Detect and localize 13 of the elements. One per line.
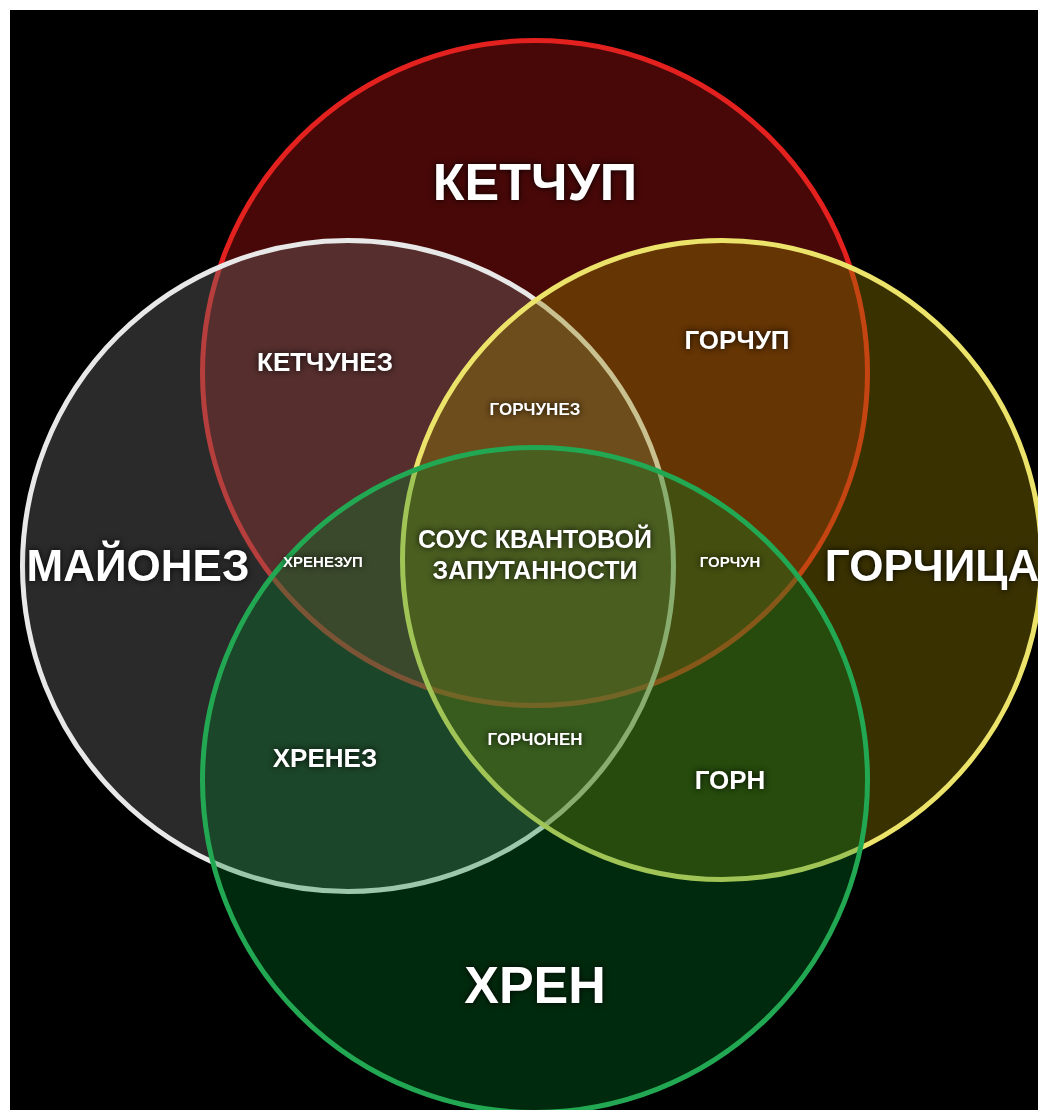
overlap-label: СОУС КВАНТОВОЙ ЗАПУТАННОСТИ: [417, 523, 653, 586]
circle-title: ГОРЧИЦА: [824, 540, 1038, 592]
overlap-label: ГОРЧУП: [684, 323, 790, 357]
overlap-label: ХРЕНЕЗУП: [283, 551, 363, 572]
circle-title: ХРЕН: [464, 955, 606, 1016]
overlap-label: ХРЕНЕЗ: [272, 741, 378, 775]
overlap-label: ГОРЧОНЕН: [487, 729, 583, 752]
overlap-label: ГОРЧУН: [699, 551, 761, 572]
overlap-label: ГОРН: [694, 763, 766, 797]
overlap-label: ГОРЧУНЕЗ: [489, 399, 581, 422]
overlap-label: КЕТЧУНЕЗ: [257, 345, 393, 379]
circle-title: МАЙОНЕЗ: [26, 539, 250, 592]
circle-title: КЕТЧУП: [432, 152, 638, 213]
